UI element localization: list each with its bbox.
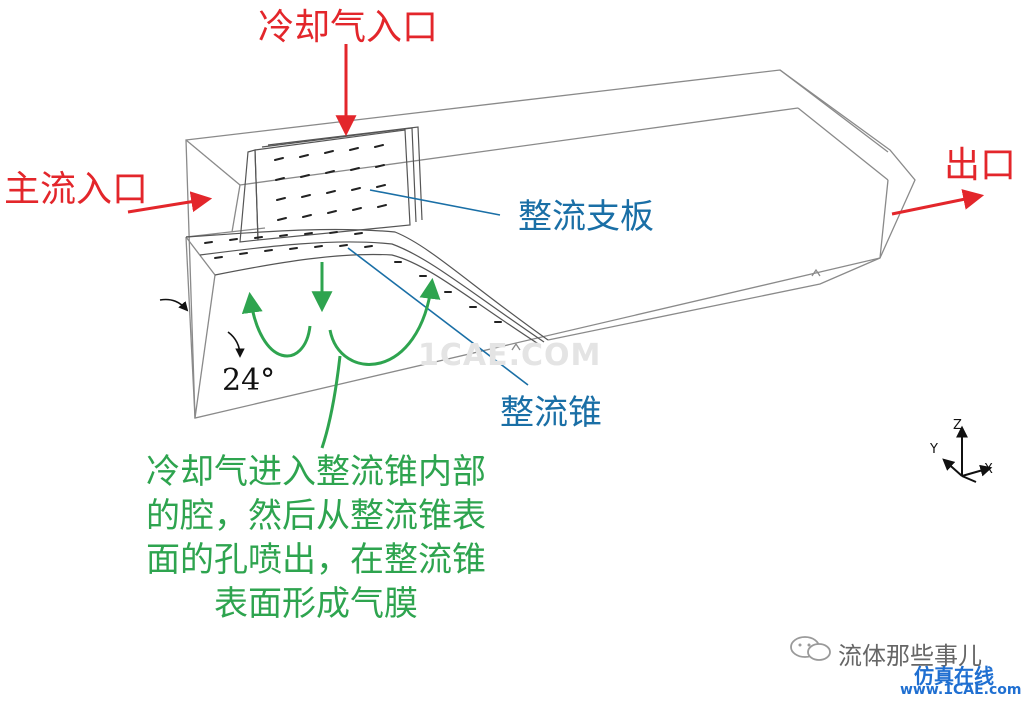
axis-x-label: X	[984, 462, 993, 477]
outlet-arrow	[891, 189, 985, 216]
outlet-label: 出口	[944, 145, 1017, 186]
callout-leaders	[347, 189, 529, 386]
strut-label: 整流支板	[518, 197, 654, 237]
cone-label: 整流锥	[500, 393, 602, 433]
main-inlet-arrow	[127, 191, 213, 214]
flow-arrows	[127, 44, 985, 216]
strut-leader	[369, 189, 501, 216]
angle-marker	[159, 298, 245, 358]
film-description: 冷却气进入整流锥内部的腔，然后从整流锥表面的孔喷出，在整流锥表面形成气膜	[146, 452, 486, 624]
site-url: www.1CAE.com	[900, 682, 1022, 698]
main-inlet-label: 主流入口	[4, 169, 149, 210]
strut-holes	[274, 144, 387, 221]
account-name: 流体那些事儿	[838, 642, 982, 670]
cone-leader	[347, 247, 529, 386]
site-name-cn: 仿真在线	[914, 664, 994, 688]
cone-surface	[185, 228, 549, 346]
strut-plates	[239, 126, 423, 243]
wechat-icon	[788, 634, 834, 664]
cone-holes	[204, 231, 502, 323]
film-arrows	[241, 262, 441, 449]
axis-triad	[942, 425, 993, 483]
watermark-center: 1CAE.COM	[418, 338, 602, 373]
axis-z-label: Z	[953, 418, 962, 433]
cooling-inlet-label: 冷却气入口	[258, 7, 439, 48]
angle-label: 24°	[222, 363, 276, 398]
axis-y-label: Y	[930, 442, 938, 457]
